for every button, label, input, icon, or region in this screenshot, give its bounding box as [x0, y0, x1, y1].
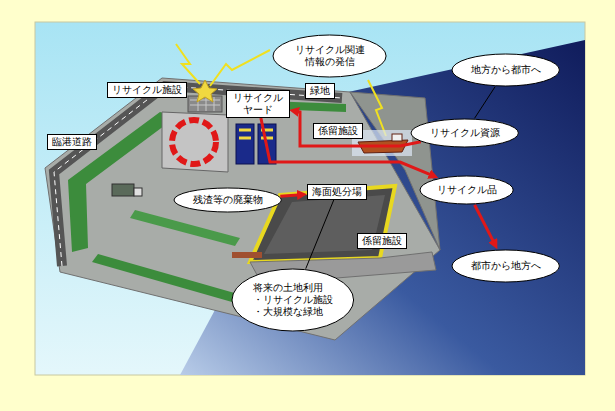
- label-text: リサイクルヤード: [231, 92, 285, 116]
- area-label: 係留施設: [357, 233, 407, 249]
- green-belt: [92, 254, 238, 302]
- node-content: リサイクルヤード: [231, 92, 285, 116]
- node-content: 残渣等の廃棄物: [193, 194, 263, 206]
- green-belt: [130, 210, 240, 246]
- label-text: 係留施設: [362, 235, 402, 247]
- ellipse-shape: [232, 269, 354, 331]
- callout-text: リサイクル品: [437, 184, 497, 196]
- callout-ellipse: 残渣等の廃棄物: [173, 187, 282, 213]
- node-content: リサイクル関連情報の発信: [293, 44, 367, 68]
- ellipse-shape: [174, 188, 281, 212]
- callout-text: 将来の土地利用: [253, 282, 333, 294]
- callout-ellipse: 都市から地方へ: [451, 249, 560, 283]
- area-label: リサイクルヤード: [226, 90, 290, 118]
- callout-ellipse: リサイクル資源: [410, 118, 519, 148]
- callout-text: ・リサイクル施設: [253, 294, 333, 306]
- flow-arrow: [261, 118, 433, 176]
- callout-text: 地方から都市へ: [471, 64, 541, 76]
- ellipse-shape: [273, 35, 386, 77]
- node-content: 係留施設: [318, 125, 358, 137]
- callout-ellipse: リサイクル関連情報の発信: [272, 34, 387, 78]
- node-content: リサイクル資源: [430, 127, 500, 139]
- callout-ellipse: 地方から都市へ: [451, 53, 560, 87]
- yard-stripes: [239, 130, 273, 138]
- ellipse-shape: [420, 176, 513, 204]
- lightning: [368, 80, 386, 136]
- callout-text: 残渣等の廃棄物: [193, 194, 263, 206]
- truck-cab: [134, 188, 142, 196]
- land: [45, 78, 440, 340]
- node-content: リサイクル施設: [112, 84, 182, 96]
- node-content: 将来の土地利用・リサイクル施設・大規模な緑地: [253, 282, 333, 318]
- callout-text: 都市から地方へ: [471, 260, 541, 272]
- node-content: リサイクル品: [437, 184, 497, 196]
- green-belt: [68, 112, 176, 252]
- node-content: 海面処分場: [312, 186, 362, 198]
- lightning: [176, 44, 200, 84]
- label-text: 緑地: [310, 85, 330, 97]
- flow-arrow: [280, 195, 301, 197]
- node-content: 係留施設: [362, 235, 402, 247]
- label-text: 臨港道路: [52, 136, 92, 148]
- ship-cabin: [392, 134, 402, 141]
- control-building: [188, 96, 222, 112]
- flow-arrow: [475, 205, 495, 244]
- landfill-gate: [232, 252, 262, 258]
- area-label: リサイクル施設: [107, 82, 187, 98]
- ellipse-shape: [452, 250, 559, 282]
- callout-ellipse: リサイクル品: [419, 175, 514, 205]
- node-content: 緑地: [310, 85, 330, 97]
- area-label: 係留施設: [313, 123, 363, 139]
- ellipse-shape: [452, 54, 559, 86]
- leader-line: [306, 200, 334, 269]
- label-text: リサイクル施設: [112, 84, 182, 96]
- label-text: 係留施設: [318, 125, 358, 137]
- leader-line: [475, 87, 496, 119]
- node-content: 都市から地方へ: [471, 260, 541, 272]
- node-content: 地方から都市へ: [471, 64, 541, 76]
- truck-body: [112, 184, 134, 196]
- picture-panel: [35, 22, 585, 375]
- area-label: 緑地: [305, 83, 335, 99]
- flow-arrow: [295, 111, 421, 146]
- label-text: 海面処分場: [312, 186, 362, 198]
- antenna-signal: [193, 80, 217, 102]
- recycling-loop: [172, 120, 216, 164]
- callout-text: リサイクル資源: [430, 127, 500, 139]
- lightning: [210, 50, 270, 86]
- solar-panel: [190, 97, 220, 111]
- callout-ellipse: 将来の土地利用・リサイクル施設・大規模な緑地: [231, 268, 355, 332]
- recycling-building: [162, 112, 228, 172]
- callout-text: リサイクル関連情報の発信: [293, 44, 367, 68]
- node-content: 臨港道路: [52, 136, 92, 148]
- area-label: 海面処分場: [307, 184, 367, 200]
- area-label: 臨港道路: [47, 134, 97, 150]
- ellipse-shape: [411, 119, 518, 147]
- callout-text: ・大規模な緑地: [253, 306, 333, 318]
